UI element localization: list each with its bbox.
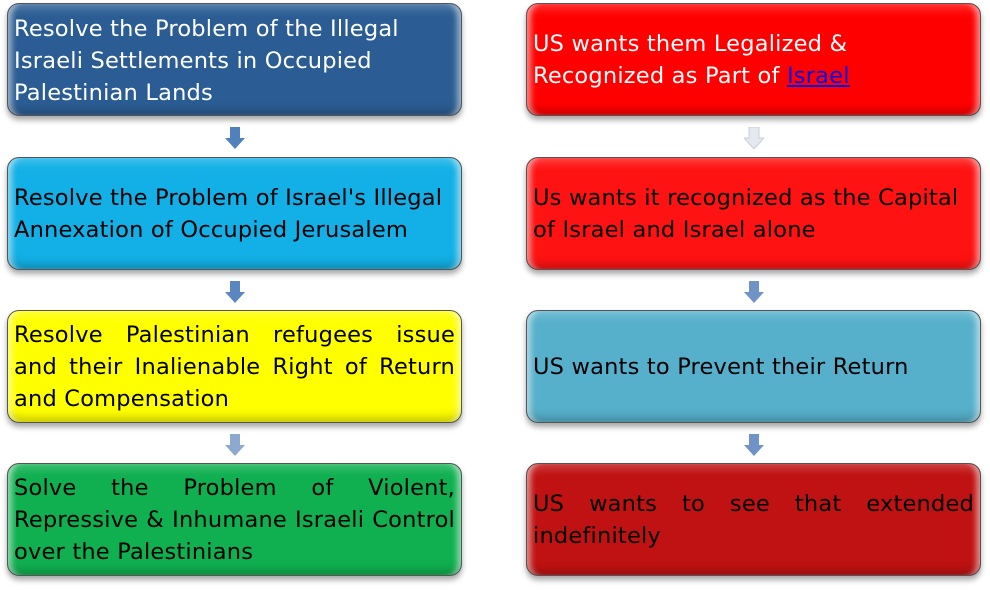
box-text: Solve the Problem of Violent, Repressive…: [14, 474, 455, 565]
box-us-legalized: US wants them Legalized & Recognized as …: [526, 3, 981, 116]
down-arrow-icon: [225, 281, 245, 303]
down-arrow-icon: [225, 127, 245, 149]
box-text: US wants to Prevent their Return: [533, 353, 909, 380]
box-text: Resolve the Problem of the Illegal Israe…: [14, 16, 399, 106]
box-text: Resolve Palestinian refugees issue and t…: [14, 321, 455, 412]
down-arrow-icon: [225, 434, 245, 456]
box-text: US wants to see that extended indefinite…: [533, 490, 974, 549]
israel-link[interactable]: Israel: [786, 62, 850, 89]
box-text: Resolve the Problem of Israel's Illegal …: [14, 184, 443, 243]
box-us-extended: US wants to see that extended indefinite…: [526, 463, 981, 576]
box-control: Solve the Problem of Violent, Repressive…: [7, 463, 462, 576]
down-arrow-icon: [744, 281, 764, 303]
box-text: US wants them Legalized & Recognized as …: [533, 30, 848, 89]
down-arrow-icon: [744, 127, 764, 149]
box-text: Us wants it recognized as the Capital of…: [533, 184, 959, 243]
box-settlements: Resolve the Problem of the Illegal Israe…: [7, 3, 462, 116]
box-refugees: Resolve Palestinian refugees issue and t…: [7, 310, 462, 423]
down-arrow-icon: [744, 434, 764, 456]
box-us-prevent-return: US wants to Prevent their Return: [526, 310, 981, 423]
box-jerusalem: Resolve the Problem of Israel's Illegal …: [7, 157, 462, 270]
box-us-capital: Us wants it recognized as the Capital of…: [526, 157, 981, 270]
